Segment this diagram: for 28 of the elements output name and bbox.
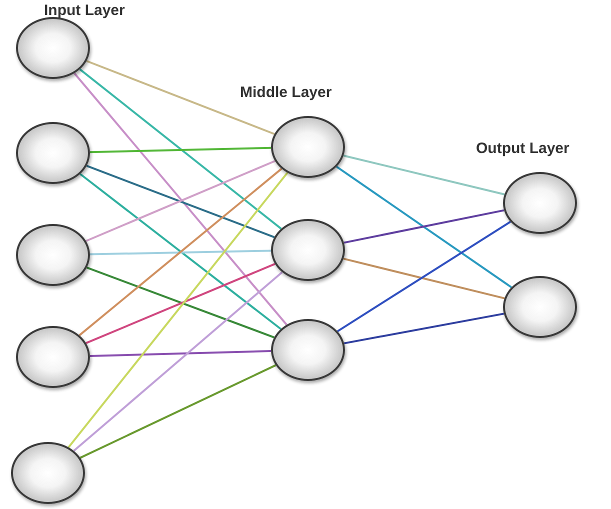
layer-heading: Middle Layer [240,84,332,101]
connection-line [344,209,504,244]
connection-line [90,250,272,256]
connection-line [90,146,272,154]
connection-line [344,312,504,344]
connection-line [74,72,288,326]
layer-heading: Input Layer [44,2,125,19]
connection-line [336,166,512,288]
connection-line [68,172,288,448]
connection-line [336,220,512,332]
neuron-circle [271,219,345,281]
neuron-circle [16,122,90,184]
connection-line [73,271,283,452]
connection-line [343,154,505,196]
neuron-circle [271,116,345,178]
neuron-circle [503,172,577,234]
neuron-circle [16,17,90,79]
neuron-circle [271,319,345,381]
layer-heading: Output Layer [476,140,570,157]
connection-line [90,350,272,357]
connection-line [343,258,505,300]
neuron-circle [11,442,85,504]
neuron-circle [16,326,90,388]
connection-line [86,60,275,135]
neuron-circle [16,224,90,286]
connection-line [80,364,276,459]
connection-line [79,68,282,230]
neuron-circle [503,276,577,338]
